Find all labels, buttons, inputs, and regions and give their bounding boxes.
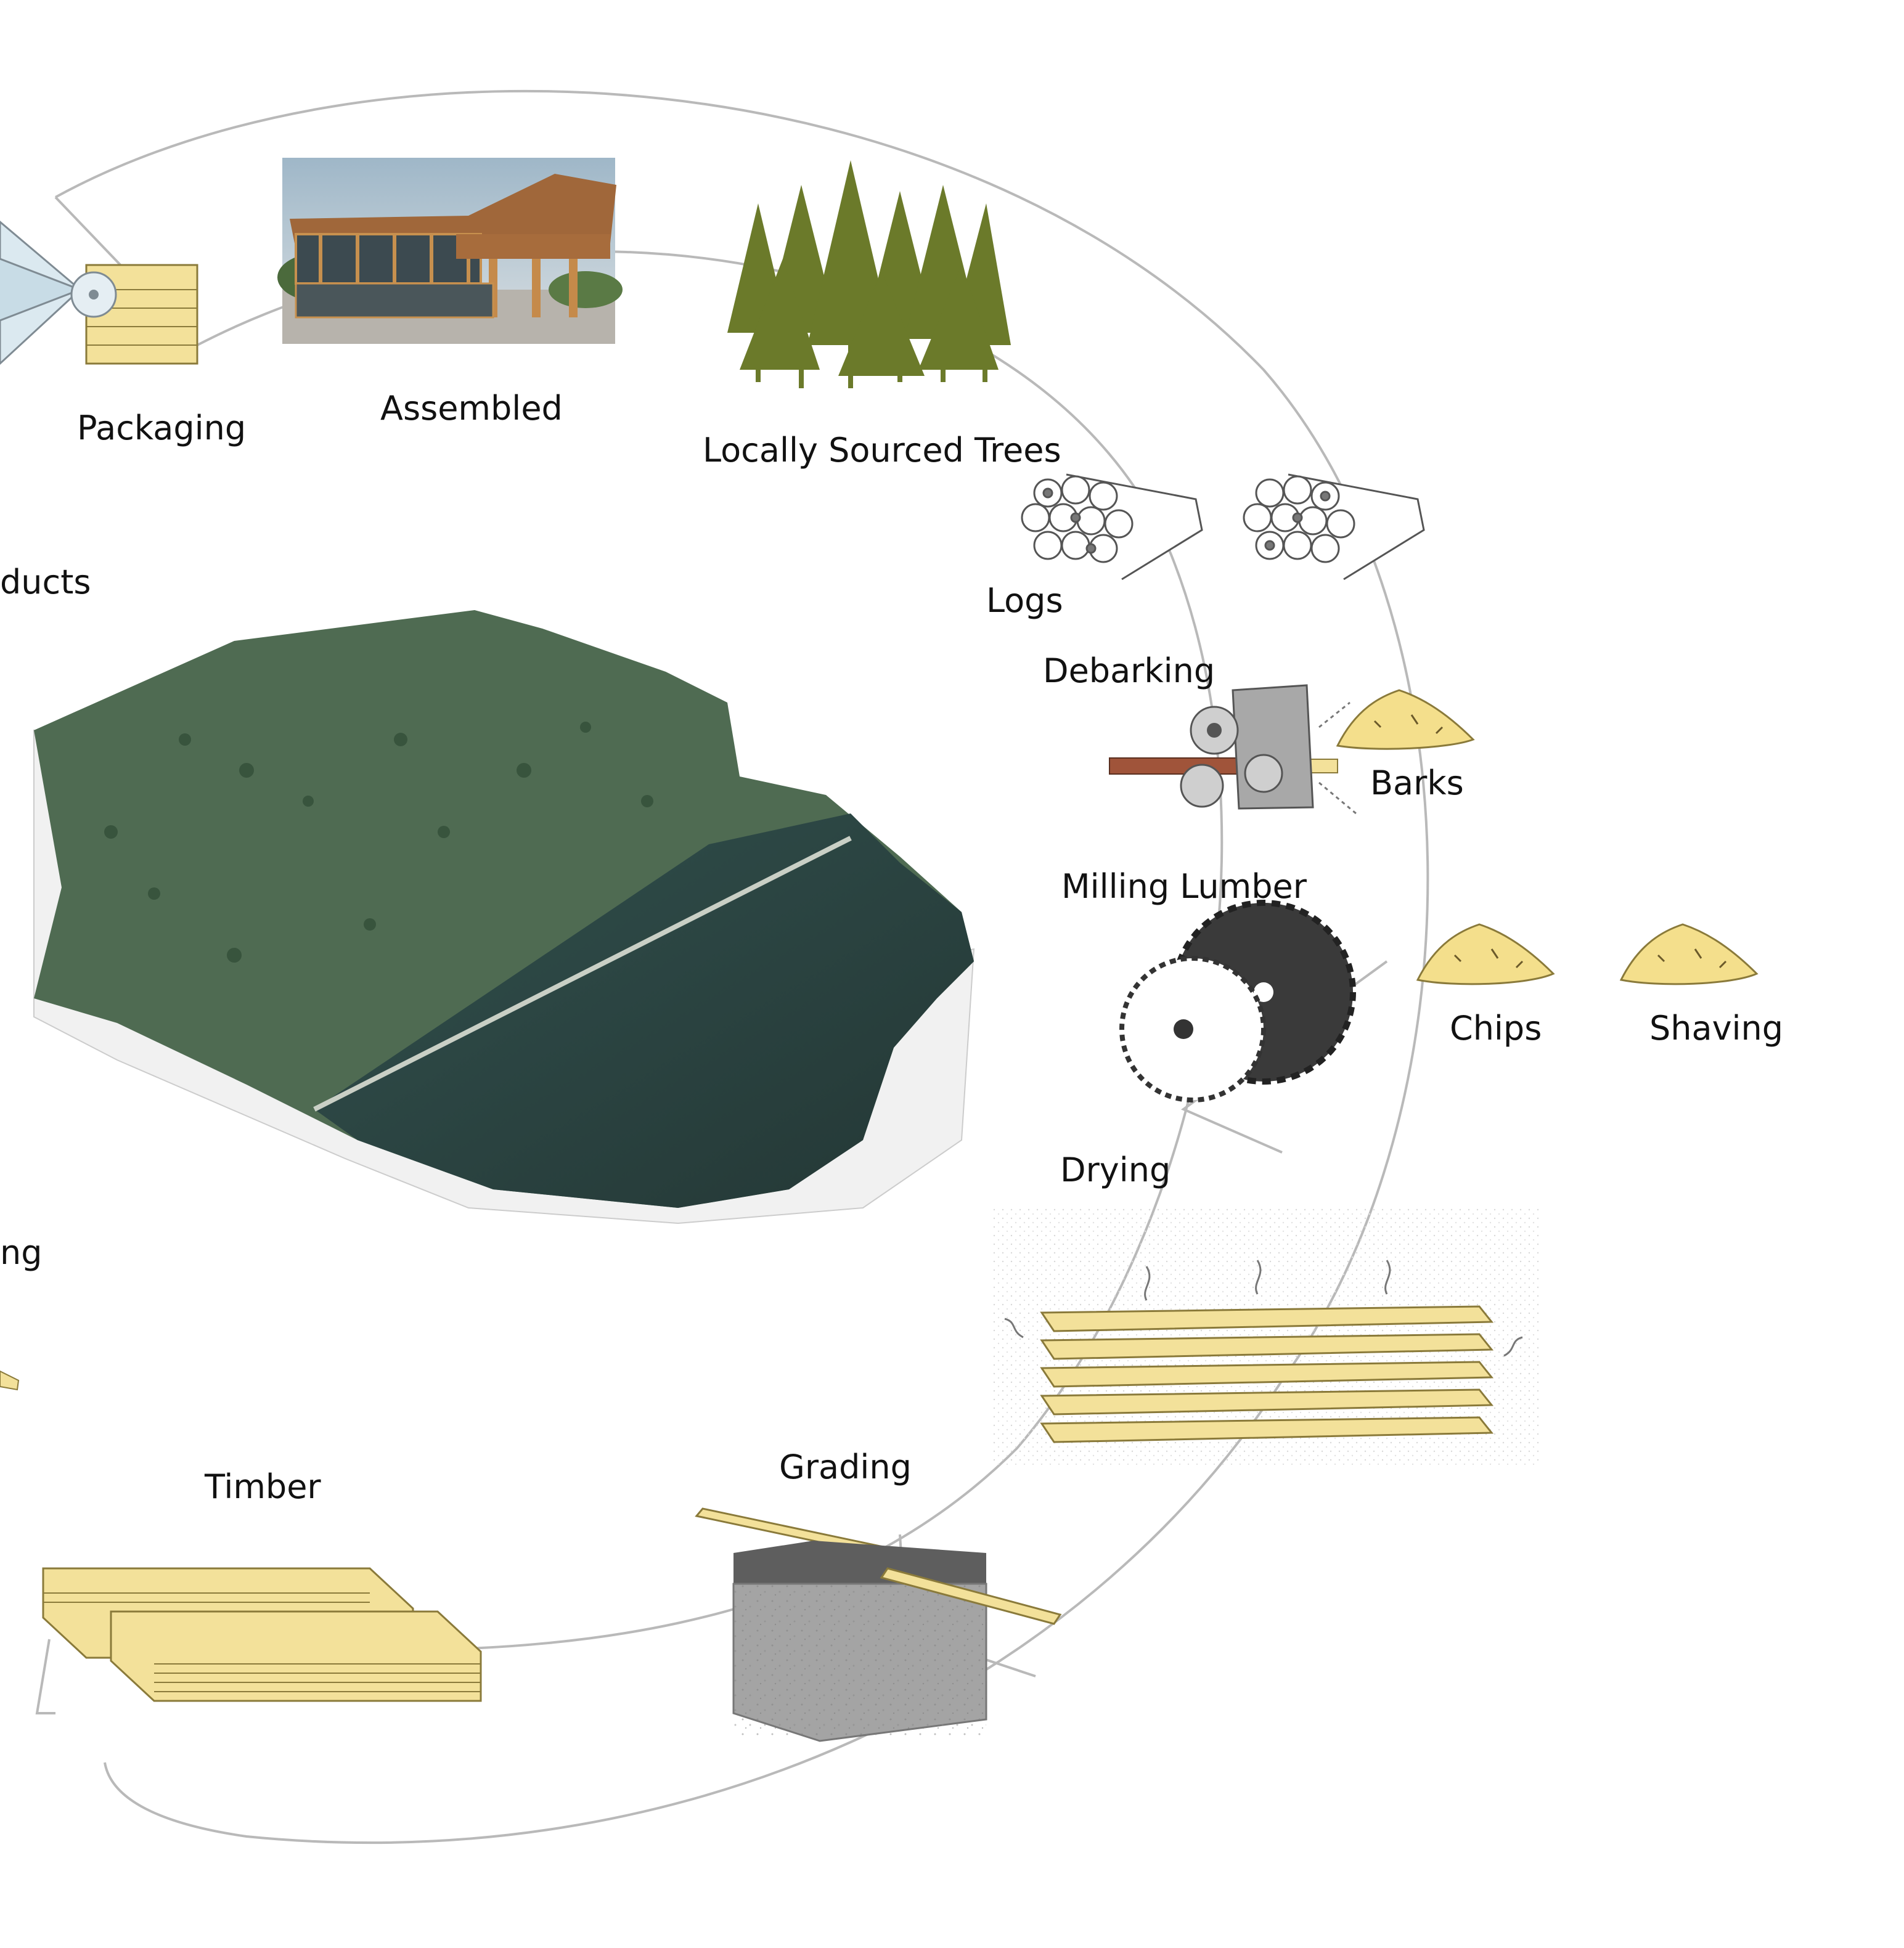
label-shaving: Shaving [1649,1009,1784,1048]
outer-ring-arc [55,89,1429,1844]
small-lumber-icon [0,1370,20,1391]
log-pile-left [1021,473,1203,581]
label-grading: Grading [779,1448,912,1486]
chips-pile-icon [1416,923,1555,985]
pine-trees-icon [727,160,1011,388]
grading-block-icon [695,1507,1062,1742]
label-chips: Chips [1450,1009,1542,1048]
label-packaging: Packaging [77,409,247,447]
terrain-model [33,610,975,1225]
label-drying: Drying [1060,1151,1171,1189]
log-pile-icon [1021,473,1425,581]
label-ng-partial: ng [0,1233,43,1272]
label-locally-sourced-trees: Locally Sourced Trees [703,431,1061,470]
label-timber: Timber [205,1467,321,1506]
shaving-pile-icon [1619,923,1759,985]
assembled-building-image [277,158,623,344]
label-milling-lumber: Milling Lumber [1061,867,1307,906]
debarking-machine-icon [1109,684,1357,815]
label-assembled: Assembled [380,389,563,428]
drying-lumber-icon [992,1208,1541,1467]
label-products-partial: ducts [0,563,91,601]
bark-pile-icon [1336,689,1475,750]
saw-blade-icon [1119,900,1356,1102]
ring-break-left [35,1639,55,1714]
label-barks: Barks [1370,764,1464,802]
label-debarking: Debarking [1043,651,1216,690]
log-pile-right [1243,473,1425,581]
packaging-icon [0,221,198,365]
timber-stack-icon [42,1567,482,1702]
label-logs: Logs [986,581,1063,620]
